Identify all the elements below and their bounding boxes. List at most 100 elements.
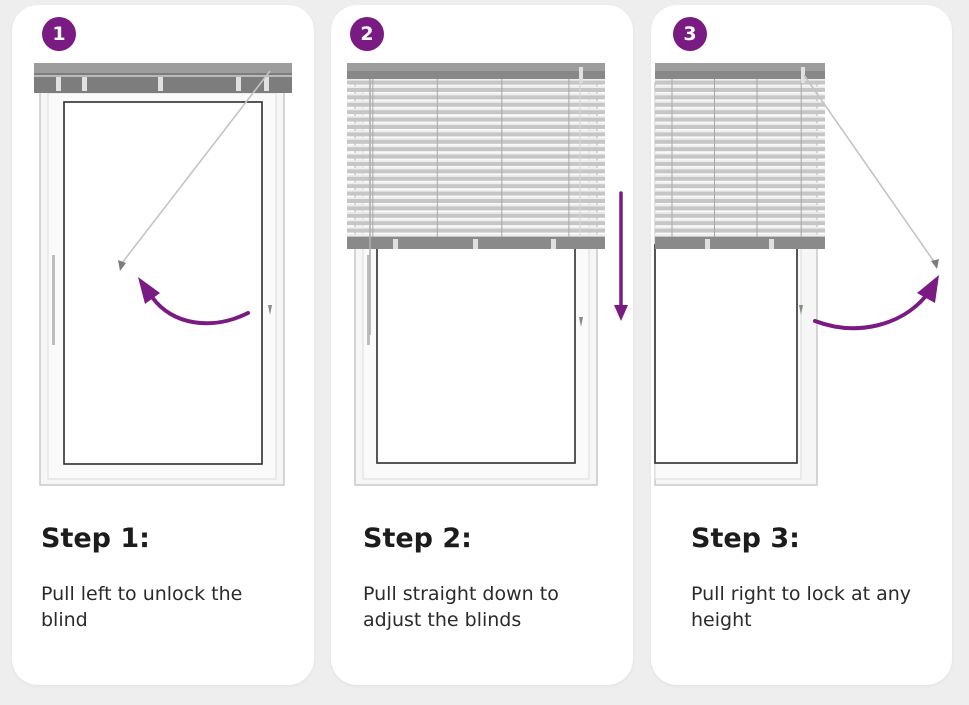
window-illustration-2 xyxy=(347,63,628,486)
step-title: Step 2: xyxy=(363,523,472,554)
blind-slats xyxy=(347,79,605,240)
head-rail xyxy=(347,63,605,83)
slat xyxy=(347,182,605,189)
head-rail xyxy=(34,63,292,93)
slat-highlight xyxy=(347,219,605,222)
slat xyxy=(347,138,605,144)
slat xyxy=(655,108,825,115)
slat-highlight xyxy=(655,108,825,111)
step-number-badge: 2 xyxy=(350,17,384,51)
slat xyxy=(655,145,825,152)
slat-highlight xyxy=(655,167,825,170)
slat xyxy=(347,130,605,137)
slat-highlight xyxy=(347,227,605,229)
slat xyxy=(347,116,605,122)
step-card-2: 2 Step 2: Pull straight down to adjust t… xyxy=(331,5,633,685)
slat-highlight xyxy=(347,160,605,162)
slat-highlight xyxy=(347,145,605,148)
curved-arrow-right-icon xyxy=(813,275,939,331)
slat-highlight xyxy=(347,123,605,125)
slat-highlight xyxy=(655,79,825,81)
slat xyxy=(347,197,605,203)
bottom-rail xyxy=(655,237,825,249)
slat xyxy=(347,101,605,107)
step-number-badge: 3 xyxy=(673,17,707,51)
slat xyxy=(655,93,825,100)
slat-highlight xyxy=(347,108,605,111)
step-number-badge: 1 xyxy=(42,17,76,51)
slat xyxy=(655,160,825,166)
slat-highlight xyxy=(347,116,605,118)
arrow-down-icon xyxy=(614,191,628,321)
slat-highlight xyxy=(347,138,605,140)
slat xyxy=(347,204,605,211)
step-title: Step 3: xyxy=(691,523,800,554)
slat xyxy=(655,204,825,211)
slat-highlight xyxy=(347,190,605,192)
slat-highlight xyxy=(655,204,825,207)
slat xyxy=(347,227,605,233)
slat xyxy=(347,219,605,226)
slat xyxy=(347,160,605,166)
slat-highlight xyxy=(655,101,825,103)
window-illustration-1 xyxy=(34,63,292,486)
slat xyxy=(347,145,605,152)
slat-highlight xyxy=(655,160,825,162)
pull-cord xyxy=(118,70,271,271)
slat-highlight xyxy=(655,227,825,229)
slat xyxy=(655,116,825,122)
slat xyxy=(655,79,825,85)
slat xyxy=(655,86,825,92)
slat xyxy=(655,130,825,137)
slat-highlight xyxy=(655,116,825,118)
slat-highlight xyxy=(655,123,825,125)
head-rail xyxy=(655,63,825,83)
slat-highlight xyxy=(655,175,825,177)
slat xyxy=(347,212,605,218)
slat xyxy=(347,190,605,196)
slat xyxy=(655,153,825,159)
slat xyxy=(655,138,825,144)
bottom-rail xyxy=(347,237,605,249)
window-frame xyxy=(39,86,285,486)
slat-highlight xyxy=(655,197,825,199)
slat-highlight xyxy=(655,130,825,133)
slat-highlight xyxy=(655,182,825,185)
slat-highlight xyxy=(655,212,825,214)
slat xyxy=(655,197,825,203)
window-illustration-3 xyxy=(654,63,939,486)
slat xyxy=(655,212,825,218)
slat xyxy=(347,175,605,181)
slat-highlight xyxy=(655,138,825,140)
step-description: Pull right to lock at any height xyxy=(691,583,912,631)
slat-highlight xyxy=(655,219,825,222)
slat-highlight xyxy=(655,86,825,88)
slat xyxy=(347,123,605,129)
slat xyxy=(347,79,605,85)
slat xyxy=(655,123,825,129)
step-card-1: 1 Step 1: Pull left to unlock the blind xyxy=(12,5,314,685)
slat-highlight xyxy=(347,86,605,88)
slat-highlight xyxy=(655,145,825,148)
slat-highlight xyxy=(655,234,825,236)
slat xyxy=(655,101,825,107)
slat-highlight xyxy=(347,153,605,155)
slat-highlight xyxy=(347,175,605,177)
step-description: Pull straight down to adjust the blinds xyxy=(363,583,559,631)
step-description: Pull left to unlock the blind xyxy=(41,583,243,631)
slat-highlight xyxy=(347,204,605,207)
slat-highlight xyxy=(347,130,605,133)
slat-highlight xyxy=(347,93,605,96)
slat xyxy=(655,190,825,196)
slat-highlight xyxy=(347,234,605,236)
step-title: Step 1: xyxy=(41,523,150,554)
pull-cord xyxy=(369,79,581,335)
slat xyxy=(347,108,605,115)
slat xyxy=(655,219,825,226)
slat-highlight xyxy=(655,93,825,96)
curved-arrow-left-icon xyxy=(138,277,250,326)
slat-highlight xyxy=(347,101,605,103)
slat-highlight xyxy=(347,197,605,199)
step-card-3: 3 Step 3: Pull right to lock at any heig… xyxy=(651,5,952,685)
slat-highlight xyxy=(655,190,825,192)
